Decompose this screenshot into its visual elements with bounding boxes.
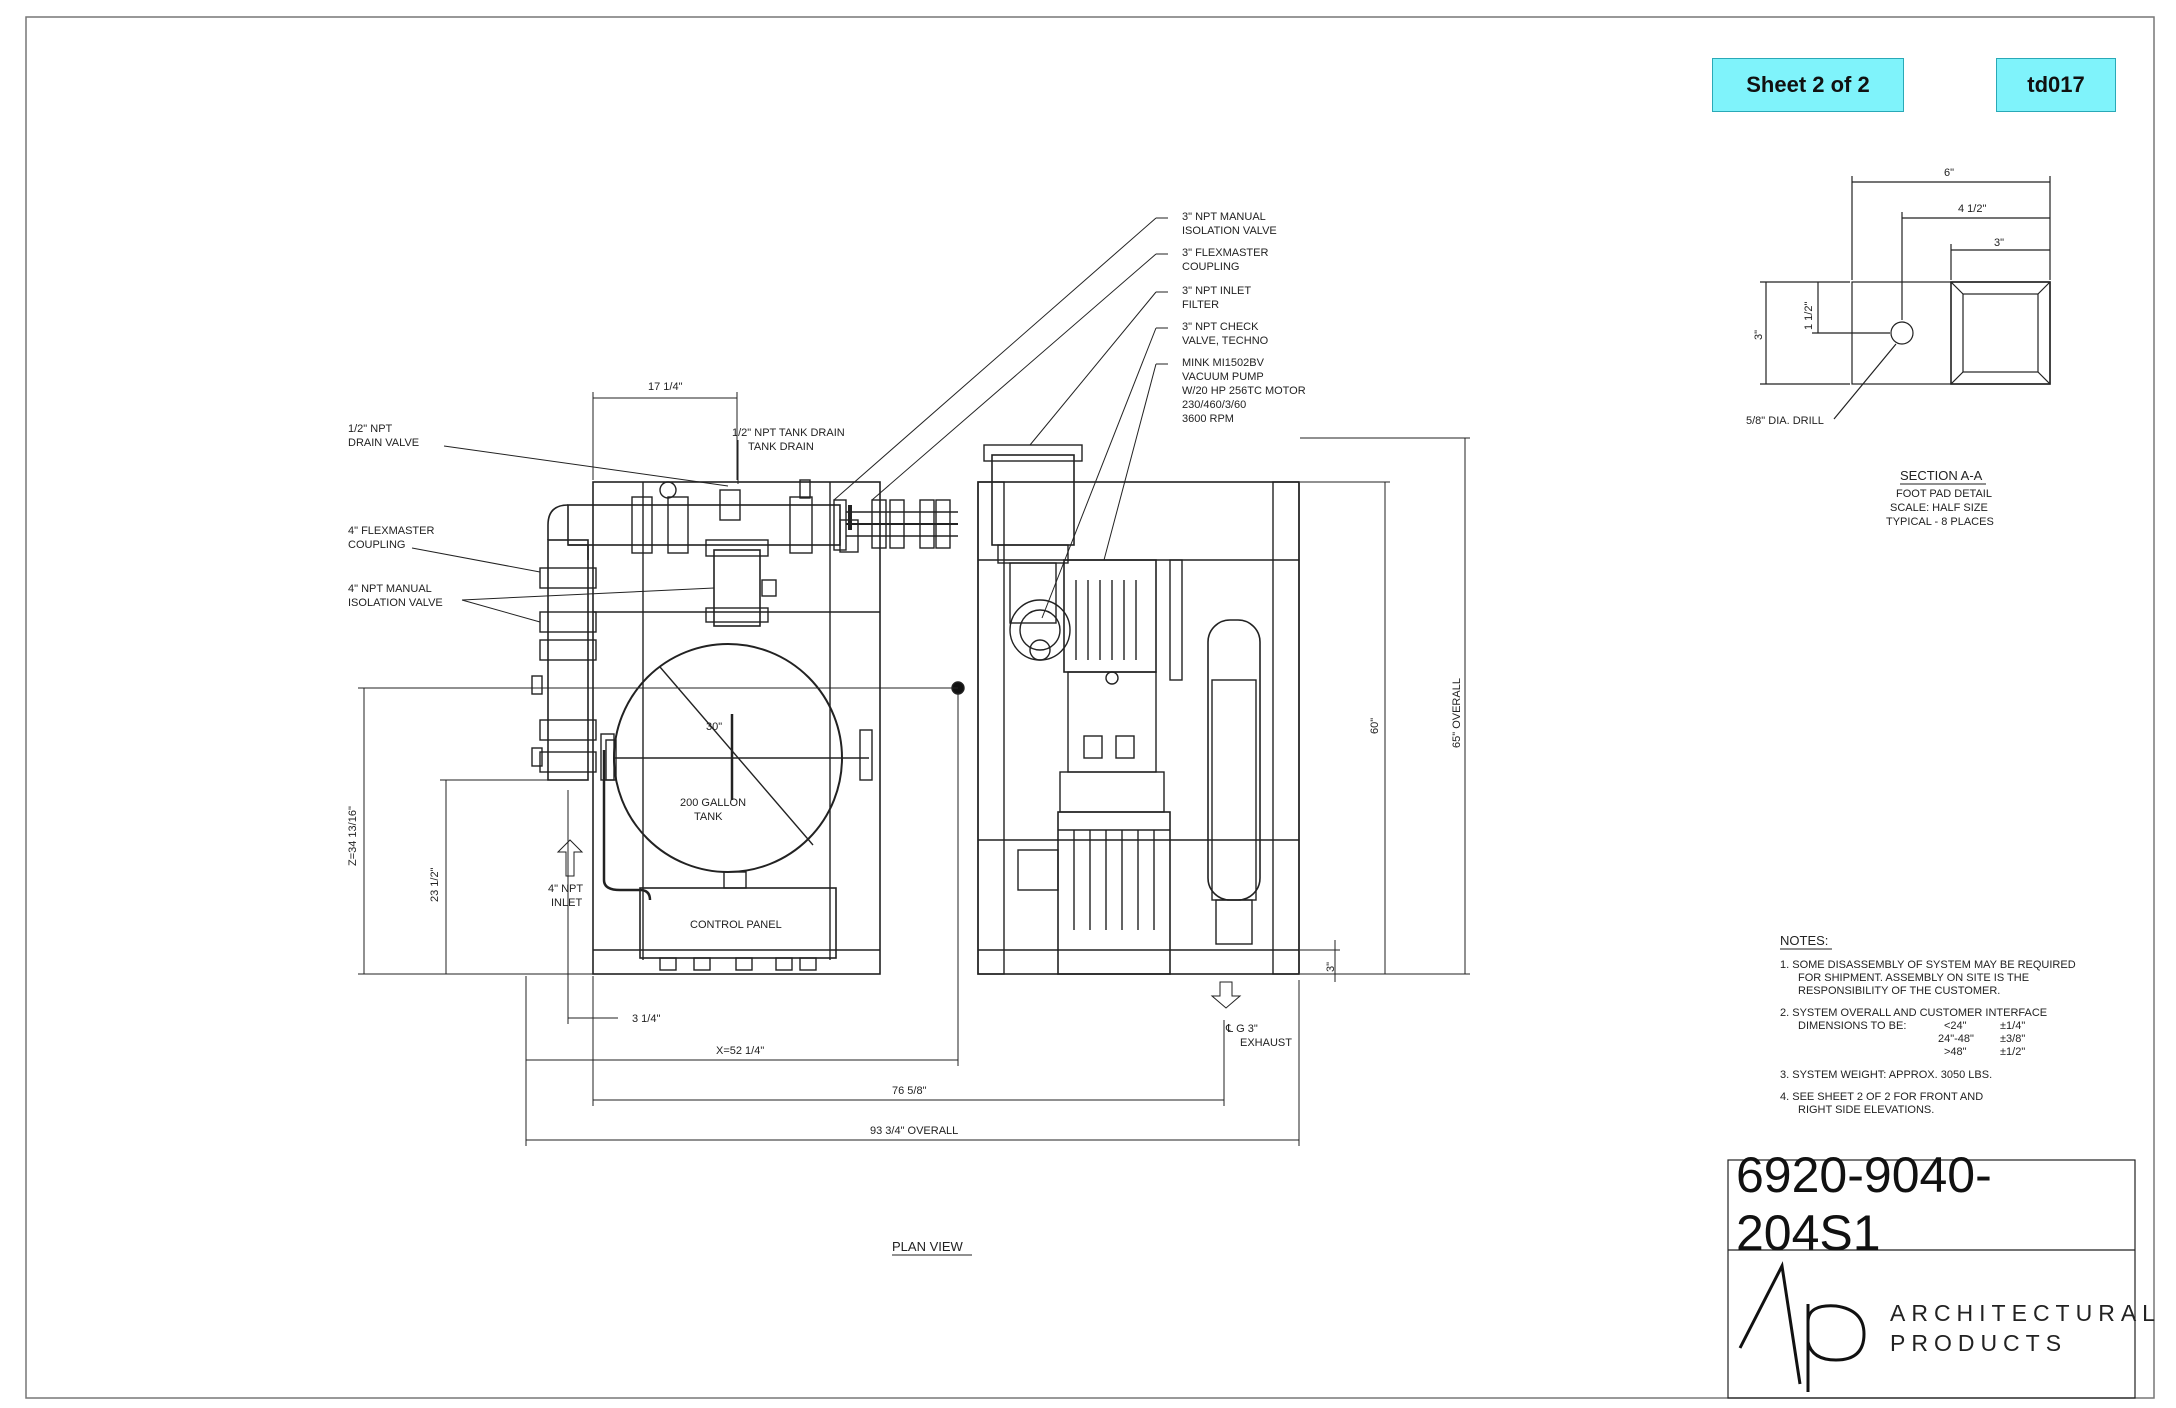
callout-flexmaster-3-1: 3" FLEXMASTER [1182, 247, 1268, 259]
callout-pump-2: VACUUM PUMP [1182, 371, 1264, 383]
tol-range-1: <24" [1944, 1020, 1967, 1032]
tol-value-2: ±3/8" [2000, 1033, 2025, 1045]
callout-check-valve-1: 3" NPT CHECK [1182, 321, 1259, 333]
callout-flexmaster-3-2: COUPLING [1182, 261, 1239, 273]
vacuum-pump [1063, 559, 1157, 673]
callout-isolation-3-1: 3" NPT MANUAL [1182, 211, 1266, 223]
section-dim-6: 6" [1944, 167, 1954, 179]
control-panel-label: CONTROL PANEL [690, 919, 782, 931]
dim-z: Z=34 13/16" [347, 806, 359, 866]
dim-17: 17 1/4" [648, 381, 683, 393]
callout-leaders [411, 217, 1168, 623]
callout-inlet-2: INLET [551, 897, 582, 909]
note-3: 3. SYSTEM WEIGHT: APPROX. 3050 LBS. [1780, 1069, 1992, 1081]
drill-label: 5/8" DIA. DRILL [1746, 415, 1824, 427]
callout-tank-drain-2: TANK DRAIN [748, 441, 814, 453]
note-1-line-3: RESPONSIBILITY OF THE CUSTOMER. [1798, 985, 2000, 997]
dim-93: 93 3/4" OVERALL [870, 1125, 958, 1137]
dim-76: 76 5/8" [892, 1085, 927, 1097]
note-4-line-1: 4. SEE SHEET 2 OF 2 FOR FRONT AND [1780, 1091, 1983, 1103]
callout-pump-4: 230/460/3/60 [1182, 399, 1246, 411]
exhaust-silencer [1207, 619, 1261, 901]
drill-hole [1890, 321, 1914, 345]
tol-value-3: ±1/2" [2000, 1046, 2025, 1058]
callout-check-valve-2: VALVE, TECHNO [1182, 335, 1269, 347]
notes: NOTES: 1. SOME DISASSEMBLY OF SYSTEM MAY… [1780, 933, 2076, 1116]
section-line-1: FOOT PAD DETAIL [1896, 488, 1992, 500]
tank-skid-frame [592, 481, 881, 975]
dim-3-quarter: 3 1/4" [632, 1013, 660, 1025]
callout-drain-valve-1: 1/2" NPT [348, 423, 393, 435]
header-pipe [567, 504, 841, 546]
callout-inlet-filter-2: FILTER [1182, 299, 1219, 311]
section-dim-4-half: 4 1/2" [1958, 203, 1986, 215]
sheet-number-badge: Sheet 2 of 2 [1712, 58, 1904, 112]
dim-tank-dia: 30" [706, 721, 722, 733]
note-1-line-1: 1. SOME DISASSEMBLY OF SYSTEM MAY BE REQ… [1780, 959, 2076, 971]
exhaust-word: EXHAUST [1240, 1037, 1292, 1049]
callout-tank-drain: 1/2" NPT TANK DRAIN [732, 427, 845, 439]
callout-drain-valve-2: DRAIN VALVE [348, 437, 419, 449]
drawing-number: 6920-9040-204S1 [1736, 1147, 1992, 1261]
brand-line-2: PRODUCTS [1890, 1330, 2068, 1356]
drawing-code-badge: td017 [1996, 58, 2116, 112]
callout-flexmaster-4-2: COUPLING [348, 539, 405, 551]
section-line-3: TYPICAL - 8 PLACES [1886, 516, 1994, 528]
callout-isolation-3-2: ISOLATION VALVE [1182, 225, 1277, 237]
title-block [1727, 1159, 2136, 1399]
tol-range-3: >48" [1944, 1046, 1967, 1058]
dim-x: X=52 1/4" [716, 1045, 764, 1057]
tank-label: 200 GALLON [680, 797, 746, 809]
callout-inlet-1: 4" NPT [548, 883, 583, 895]
section-a-a: 6" 4 1/2" 3" 1 1/2" 3" 5/8" DIA. DRILL S… [1746, 167, 2051, 528]
title-block-frame [1727, 1159, 2136, 1399]
note-1-line-2: FOR SHIPMENT. ASSEMBLY ON SITE IS THE [1798, 972, 2029, 984]
callout-flexmaster-4-1: 4" FLEXMASTER [348, 525, 434, 537]
note-2-line-2: DIMENSIONS TO BE: [1798, 1020, 1906, 1032]
plan-view-title: PLAN VIEW [892, 1239, 964, 1254]
brand-line-1: ARCHITECTURAL [1890, 1300, 2161, 1326]
dim-65: 65" OVERALL [1451, 678, 1463, 748]
dimension-lines [358, 392, 1470, 1146]
tol-range-2: 24"-48" [1938, 1033, 1974, 1045]
tol-value-1: ±1/4" [2000, 1020, 2025, 1032]
ap-logo [1738, 1261, 1866, 1392]
foot-pad-tube [1950, 281, 2051, 385]
plan-view: 200 GALLON TANK [347, 211, 1470, 1256]
sheet-border [25, 16, 2155, 1399]
section-dim-1-half: 1 1/2" [1803, 302, 1815, 330]
dim-3-base: 3" [1325, 962, 1337, 972]
section-line-2: SCALE: HALF SIZE [1890, 502, 1988, 514]
dim-23: 23 1/2" [429, 867, 441, 902]
callout-pump-3: W/20 HP 256TC MOTOR [1182, 385, 1306, 397]
callout-inlet-filter-1: 3" NPT INLET [1182, 285, 1251, 297]
notes-heading: NOTES: [1780, 933, 1828, 948]
pump-motor [1057, 811, 1171, 975]
dim-60: 60" [1369, 718, 1381, 734]
brand-name: ARCHITECTURAL PRODUCTS [1890, 1298, 2161, 1358]
section-dim-3-side: 3" [1753, 330, 1765, 340]
callout-isolation-4-2: ISOLATION VALVE [348, 597, 443, 609]
section-title: SECTION A-A [1900, 468, 1983, 483]
callout-pump-5: 3600 RPM [1182, 413, 1234, 425]
callout-isolation-4-1: 4" NPT MANUAL [348, 583, 432, 595]
exhaust-label: ℄ G 3" [1225, 1023, 1258, 1035]
note-4-line-2: RIGHT SIDE ELEVATIONS. [1798, 1104, 1934, 1116]
callout-pump-1: MINK MI1502BV [1182, 357, 1265, 369]
svg-text:TANK: TANK [694, 811, 723, 823]
section-dim-3-top: 3" [1994, 237, 2004, 249]
note-2-line-1: 2. SYSTEM OVERALL AND CUSTOMER INTERFACE [1780, 1007, 2047, 1019]
